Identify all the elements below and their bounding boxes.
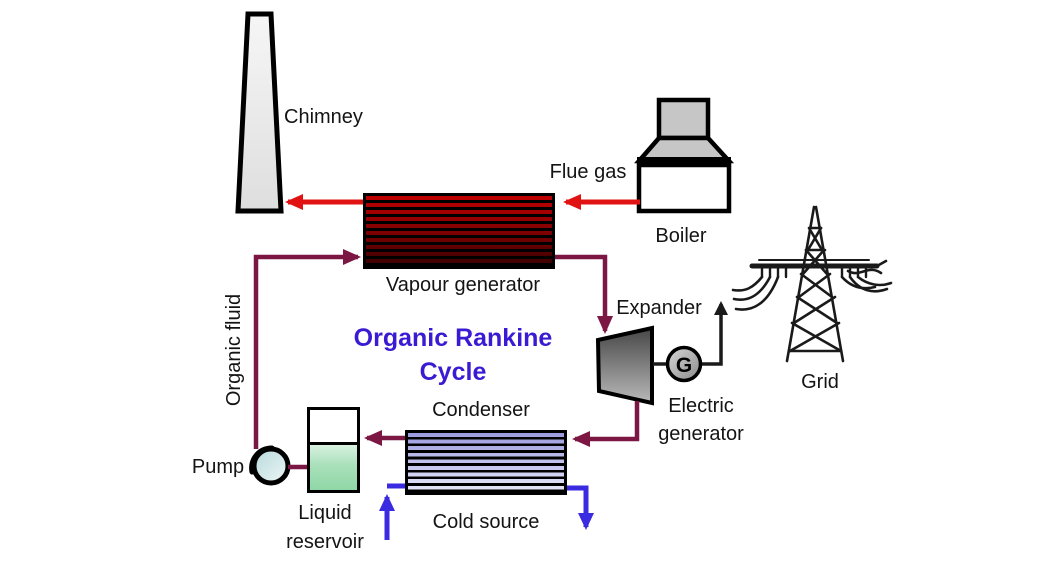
reservoir-liquid <box>310 442 357 490</box>
liquid-reservoir-label: Liquid reservoir <box>286 499 364 557</box>
power-output-arrow <box>701 301 728 366</box>
cold-outlet-arrow <box>567 485 594 530</box>
cold-source-label: Cold source <box>432 511 540 533</box>
organic-fluid-label: Organic fluid <box>223 293 245 407</box>
pump-shape <box>249 445 291 486</box>
diagram-title-line2: Cycle <box>419 358 487 386</box>
electricity-line <box>653 301 728 366</box>
tower-wires <box>731 268 893 311</box>
diagram-title: Organic Rankine Cycle <box>354 321 553 389</box>
electric-generator-label-line1: Electric <box>668 395 734 417</box>
chimney-label: Chimney <box>284 106 363 128</box>
boiler-shape <box>634 97 735 214</box>
expander-label: Expander <box>616 297 702 319</box>
expander-shape <box>595 325 654 406</box>
electric-generator-label: Electric generator <box>658 392 744 448</box>
generator-circle <box>665 345 703 383</box>
pump-label: Pump <box>191 456 245 478</box>
condenser-exchanger <box>405 430 567 495</box>
boiler-label: Boiler <box>655 225 707 247</box>
grid-label: Grid <box>801 371 839 393</box>
diagram-title-line1: Organic Rankine <box>353 324 553 352</box>
pump-circle <box>251 446 291 486</box>
organic-fluid-loop <box>253 249 640 470</box>
generator-symbol: G <box>676 354 692 377</box>
liquid-reservoir-label-line2: reservoir <box>286 531 364 553</box>
boiler-band <box>637 157 731 165</box>
grid-tower-icon <box>731 205 893 363</box>
liquid-reservoir-tank <box>307 407 360 493</box>
line-expander-to-condenser <box>572 401 640 447</box>
boiler-stack <box>656 97 711 141</box>
line-vapour-generator-to-expander <box>555 254 613 334</box>
vapour-generator-exchanger <box>363 193 555 269</box>
electric-generator-label-line2: generator <box>658 423 744 445</box>
line-pump-to-vapour-generator <box>253 249 361 449</box>
condenser-label: Condenser <box>432 399 530 421</box>
boiler-body <box>636 162 732 214</box>
liquid-reservoir-label-line1: Liquid <box>298 502 352 524</box>
cold-source-lines <box>379 483 594 540</box>
chimney-shape <box>235 11 284 214</box>
vapour-generator-label: Vapour generator <box>385 274 541 296</box>
flue-gas-label: Flue gas <box>549 161 627 183</box>
